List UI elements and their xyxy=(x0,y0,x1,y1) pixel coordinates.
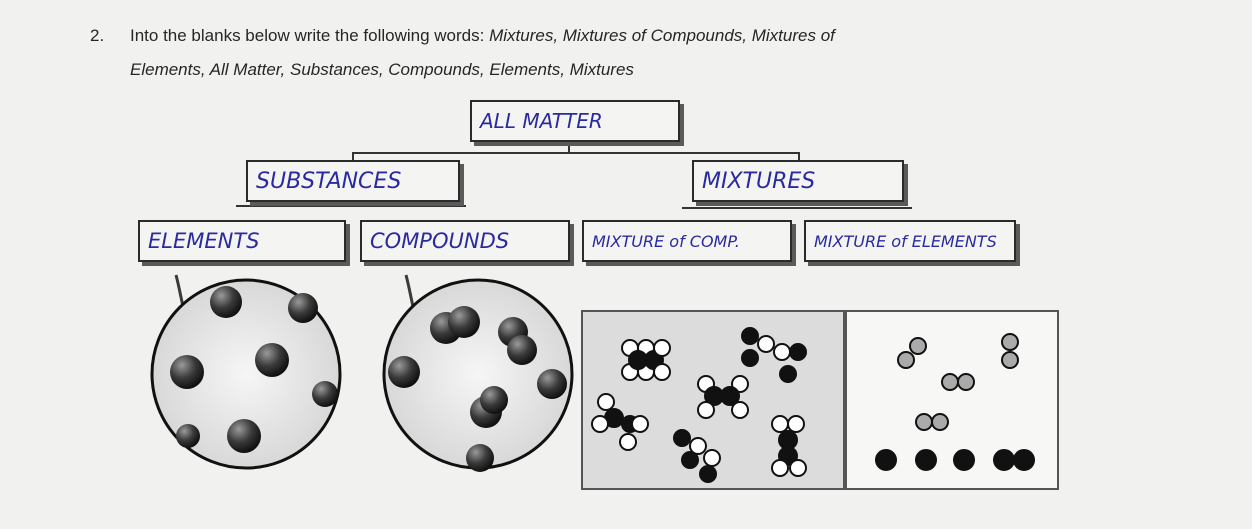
answer-all-matter: ALL MATTER xyxy=(480,109,603,133)
blank-elements[interactable]: ELEMENTS xyxy=(138,220,346,262)
connector-right-v xyxy=(798,152,800,162)
blank-substances[interactable]: SUBSTANCES xyxy=(246,160,460,202)
answer-mixtures: MIXTURES xyxy=(702,168,816,194)
blank-mixtures[interactable]: MIXTURES xyxy=(692,160,904,202)
blank-mixture-of-elements[interactable]: MIXTURE of ELEMENTS xyxy=(804,220,1016,262)
connector-mix-h xyxy=(682,207,912,209)
word-list-line-2: Elements, All Matter, Substances, Compou… xyxy=(130,60,634,79)
answer-mixture-of-elements: MIXTURE of ELEMENTS xyxy=(814,231,997,251)
connector-left-v xyxy=(352,152,354,162)
blank-all-matter[interactable]: ALL MATTER xyxy=(470,100,680,142)
mixture-of-elements-illustration xyxy=(845,310,1059,490)
question-instruction: Into the blanks below write the followin… xyxy=(130,26,485,45)
blank-mixture-of-compounds[interactable]: MIXTURE of COMP. xyxy=(582,220,792,262)
answer-mixture-of-compounds: MIXTURE of COMP. xyxy=(592,231,740,251)
connector-top xyxy=(568,143,570,153)
blank-compounds[interactable]: COMPOUNDS xyxy=(360,220,570,262)
mixture-of-compounds-illustration xyxy=(581,310,845,490)
answer-elements: ELEMENTS xyxy=(148,229,260,253)
answer-compounds: COMPOUNDS xyxy=(370,229,510,253)
connector-top-h xyxy=(352,152,800,154)
compound-particles-illustration xyxy=(382,278,574,472)
answer-substances: SUBSTANCES xyxy=(256,168,402,194)
question-number: 2. xyxy=(90,26,105,45)
connector-sub-h xyxy=(236,205,466,207)
word-list-line-1: Mixtures, Mixtures of Compounds, Mixture… xyxy=(489,26,835,45)
element-particles-illustration xyxy=(150,278,342,470)
